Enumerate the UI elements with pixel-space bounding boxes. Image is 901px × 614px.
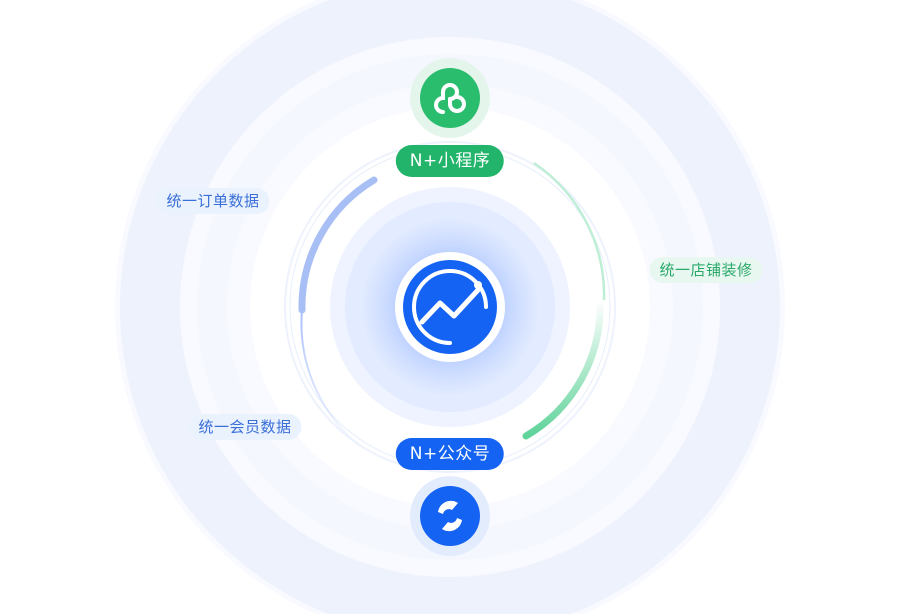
mini-program-label: N+小程序 bbox=[395, 145, 505, 177]
orbit-line-outer bbox=[284, 141, 616, 473]
outer-ring-1 bbox=[120, 0, 780, 614]
center-badge bbox=[403, 260, 497, 354]
feature-tag-store-decoration: 统一店铺装修 bbox=[649, 257, 763, 283]
mini-program-icon bbox=[434, 83, 466, 114]
official-account-icon bbox=[438, 500, 462, 532]
feature-tag-order-data: 统一订单数据 bbox=[156, 188, 270, 214]
official-account-label: N+公众号 bbox=[395, 438, 505, 470]
blue-arc-thick bbox=[298, 176, 378, 314]
feature-tag-member-data: 统一会员数据 bbox=[188, 414, 302, 440]
green-arc-thick bbox=[522, 296, 604, 440]
blue-arc-thin bbox=[300, 309, 369, 453]
green-arc-thin bbox=[533, 161, 606, 301]
trend-chart-icon bbox=[412, 269, 488, 345]
official-account-badge bbox=[420, 486, 480, 546]
